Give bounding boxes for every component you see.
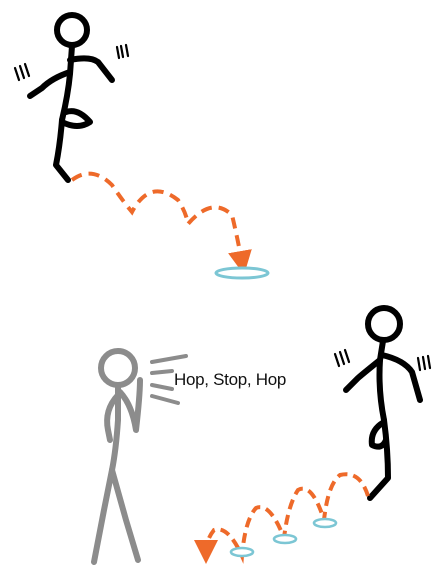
top-hopper-icon [30,15,112,180]
top-hopper-head [57,15,87,45]
landing-spot-3-icon [314,519,336,527]
speaker-head [101,351,135,385]
speaker-figure-icon [94,351,140,562]
top-hopper-right-arm [70,58,112,80]
top-landing-spot-icon [216,268,268,278]
top-hopper-raised-leg [62,111,90,126]
bottom-hopper-head [368,308,400,340]
speaker-right-leg [112,470,138,560]
bottom-hopper-left-arm [346,360,380,390]
bottom-hopper-right-arm [382,355,420,400]
speech-text: Hop, Stop, Hop [174,370,286,390]
top-hopper-standing-leg [56,120,68,180]
landing-spot-2-icon [274,535,296,543]
bottom-hopper-icon [346,308,420,498]
top-hop-path [72,174,242,263]
landing-spot-1-icon [231,548,253,556]
top-hopper-left-arm [30,72,70,96]
speaker-left-leg [94,470,112,562]
speaker-right-arm [120,380,140,430]
